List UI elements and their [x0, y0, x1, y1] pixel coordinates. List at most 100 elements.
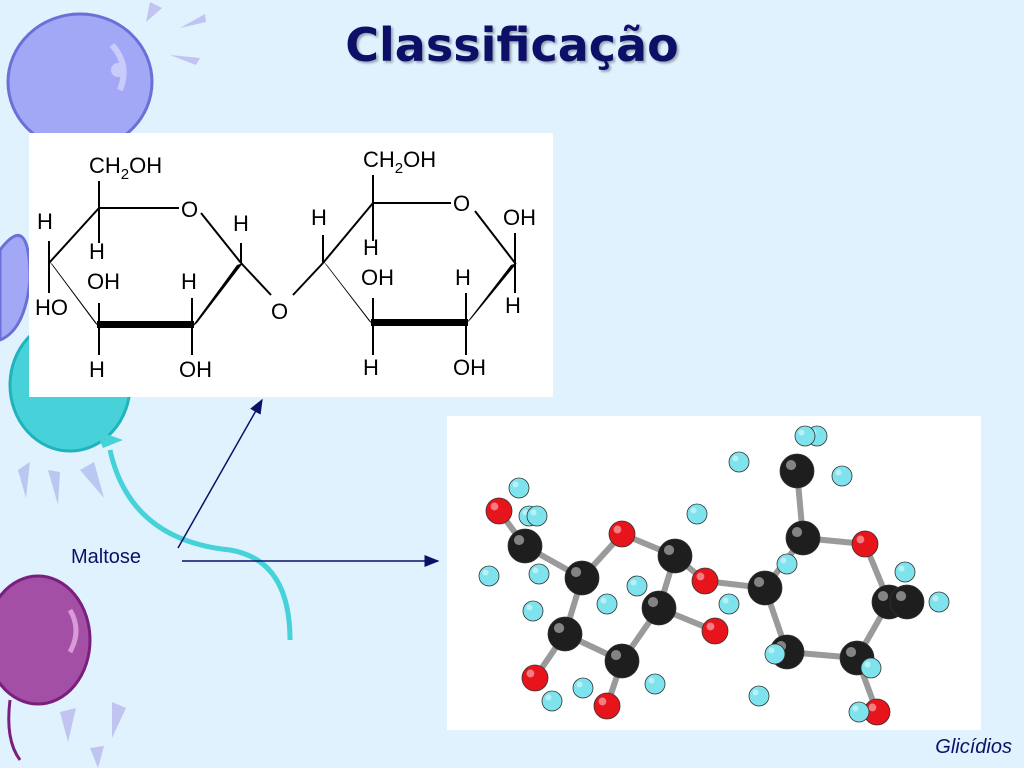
atom-highlight [512, 481, 519, 488]
maltose-haworth-diagram: CH2OH O H H H OH H HO H OH O CH2OH O OH … [35, 147, 536, 382]
hydrogen-atom [528, 563, 550, 585]
oxygen-atom [485, 497, 513, 525]
atom-highlight [722, 597, 729, 604]
left-c1-h: H [233, 211, 249, 236]
atom-highlight [768, 647, 775, 654]
carbon-atom [657, 538, 693, 574]
atom-highlight [835, 469, 842, 476]
oxygen-atom [608, 520, 636, 548]
atom-highlight [576, 681, 583, 688]
right-c5-h: H [311, 205, 327, 230]
hydrogen-atom [748, 685, 770, 707]
maltose-ball-stick-model [478, 425, 950, 726]
atom-highlight [530, 509, 537, 516]
atom-highlight [895, 590, 907, 602]
right-c1-h: H [505, 293, 521, 318]
carbon-atom [779, 453, 815, 489]
atom-highlight [791, 526, 803, 538]
atom-highlight [526, 669, 535, 678]
hydrogen-atom [776, 553, 798, 575]
balloon-blue-icon [6, 12, 154, 152]
right-c2-oh-bottom: OH [453, 355, 486, 380]
atom-highlight [898, 565, 905, 572]
left-c3-oh: OH [87, 269, 120, 294]
hydrogen-atom [848, 701, 870, 723]
sparkle-purple-icon [60, 702, 126, 768]
carbon-atom [547, 616, 583, 652]
oxygen-atom [691, 567, 719, 595]
atom-highlight [600, 597, 607, 604]
oxygen-atom [701, 617, 729, 645]
hydrogen-atom [928, 591, 950, 613]
glycosidic-oxygen: O [271, 299, 288, 324]
structural-formula-panel: CH2OH O H H H OH H HO H OH O CH2OH O OH … [29, 133, 553, 397]
left-c4-ho: HO [35, 295, 68, 320]
hydrogen-atom [894, 561, 916, 583]
atom-highlight [482, 569, 489, 576]
maltose-label: Maltose [71, 546, 142, 568]
atom-highlight [877, 590, 889, 602]
atom-highlight [785, 459, 797, 471]
hydrogen-atom [522, 600, 544, 622]
atom-highlight [598, 697, 607, 706]
carbon-atom [641, 590, 677, 626]
hydrogen-atom [728, 451, 750, 473]
right-c2-h: H [455, 265, 471, 290]
atom-highlight [648, 677, 655, 684]
oxygen-atom [851, 530, 879, 558]
hydrogen-atom [626, 575, 648, 597]
left-c3-h: H [89, 357, 105, 382]
carbon-atom [747, 570, 783, 606]
right-c3-h-bottom: H [363, 355, 379, 380]
balloon-purple-icon [0, 574, 92, 761]
hydrogen-atom [596, 593, 618, 615]
carbon-atom [604, 643, 640, 679]
atom-highlight [696, 572, 705, 581]
carbon-atom [507, 528, 543, 564]
atom-highlight [845, 646, 857, 658]
ball-stick-model-panel [447, 416, 981, 730]
atom-highlight [647, 596, 659, 608]
atom-highlight [545, 694, 552, 701]
atom-highlight [780, 557, 787, 564]
atom-highlight [732, 455, 739, 462]
atom-highlight [706, 622, 715, 631]
left-c4-h-top: H [89, 239, 105, 264]
atom-highlight [753, 576, 765, 588]
hydrogen-atom [478, 565, 500, 587]
atom-highlight [663, 544, 675, 556]
atom-highlight [553, 622, 565, 634]
hydrogen-atom [572, 677, 594, 699]
hydrogen-atom [541, 690, 563, 712]
hydrogen-atom [508, 477, 530, 499]
right-ring-oxygen: O [453, 191, 470, 216]
atom-highlight [526, 604, 533, 611]
balloon-blue-partial-icon [0, 234, 32, 342]
left-ring-oxygen: O [181, 197, 198, 222]
carbon-atom [785, 520, 821, 556]
hydrogen-atom [686, 503, 708, 525]
atom-highlight [513, 534, 525, 546]
atom-highlight [690, 507, 697, 514]
left-c2-h: H [181, 269, 197, 294]
atom-highlight [752, 689, 759, 696]
atom-highlight [532, 567, 539, 574]
atom-highlight [570, 566, 582, 578]
atom-highlight [630, 579, 637, 586]
atom-highlight [490, 502, 499, 511]
atom-highlight [856, 535, 865, 544]
atom-highlight [798, 429, 805, 436]
atom-highlight [864, 661, 871, 668]
atom-highlight [852, 705, 859, 712]
sparkle-lines-icon [146, 2, 206, 65]
hydrogen-atom [718, 593, 740, 615]
slide-title: Classificação [345, 18, 679, 72]
carbon-atom [889, 584, 925, 620]
hydrogen-atom [644, 673, 666, 695]
oxygen-atom [593, 692, 621, 720]
left-ch2oh-label: CH2OH [89, 153, 162, 183]
hydrogen-atom [794, 425, 816, 447]
right-c3-oh: OH [361, 265, 394, 290]
hydrogen-atom [764, 643, 786, 665]
right-ch2oh-label: CH2OH [363, 147, 436, 177]
